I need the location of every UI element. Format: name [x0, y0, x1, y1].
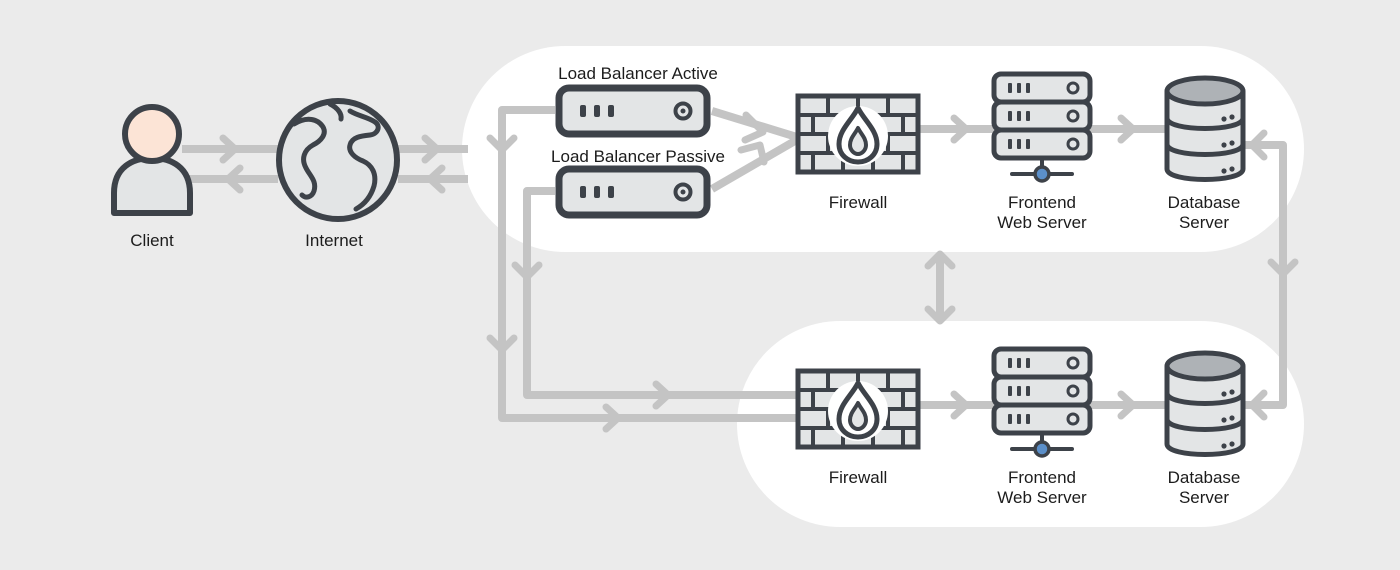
label-line: Server [1178, 488, 1230, 507]
load-balancer-passive-label: Load Balancer Passive [551, 147, 725, 166]
user-icon [111, 104, 193, 216]
label-line: Frontend [1007, 468, 1077, 487]
load-balancer-active-label: Load Balancer Active [558, 64, 718, 83]
globe-icon [276, 98, 400, 222]
label-line: Database [1167, 468, 1241, 487]
label-line: Database [1167, 193, 1241, 212]
firewall-icon [798, 96, 918, 172]
site-b-database-label: Database Server [1144, 468, 1264, 508]
site-a-database-label: Database Server [1144, 193, 1264, 233]
firewall-icon [798, 371, 918, 447]
site-b-firewall-label: Firewall [828, 468, 888, 487]
arrowheads [219, 111, 1299, 433]
client-label: Client [130, 231, 174, 250]
label-line: Web Server [997, 213, 1087, 232]
database-icon [1167, 353, 1243, 455]
label-line: Server [1178, 213, 1230, 232]
internet-label: Internet [305, 231, 363, 250]
load-balancer-active-icon [559, 88, 707, 134]
label-line: Frontend [1007, 193, 1077, 212]
site-b-web-server-label: Frontend Web Server [977, 468, 1107, 508]
site-a-firewall-label: Firewall [828, 193, 888, 212]
site-a-web-server-label: Frontend Web Server [977, 193, 1107, 233]
label-line: Web Server [997, 488, 1087, 507]
database-icon [1167, 78, 1243, 180]
load-balancer-passive-icon [559, 169, 707, 215]
